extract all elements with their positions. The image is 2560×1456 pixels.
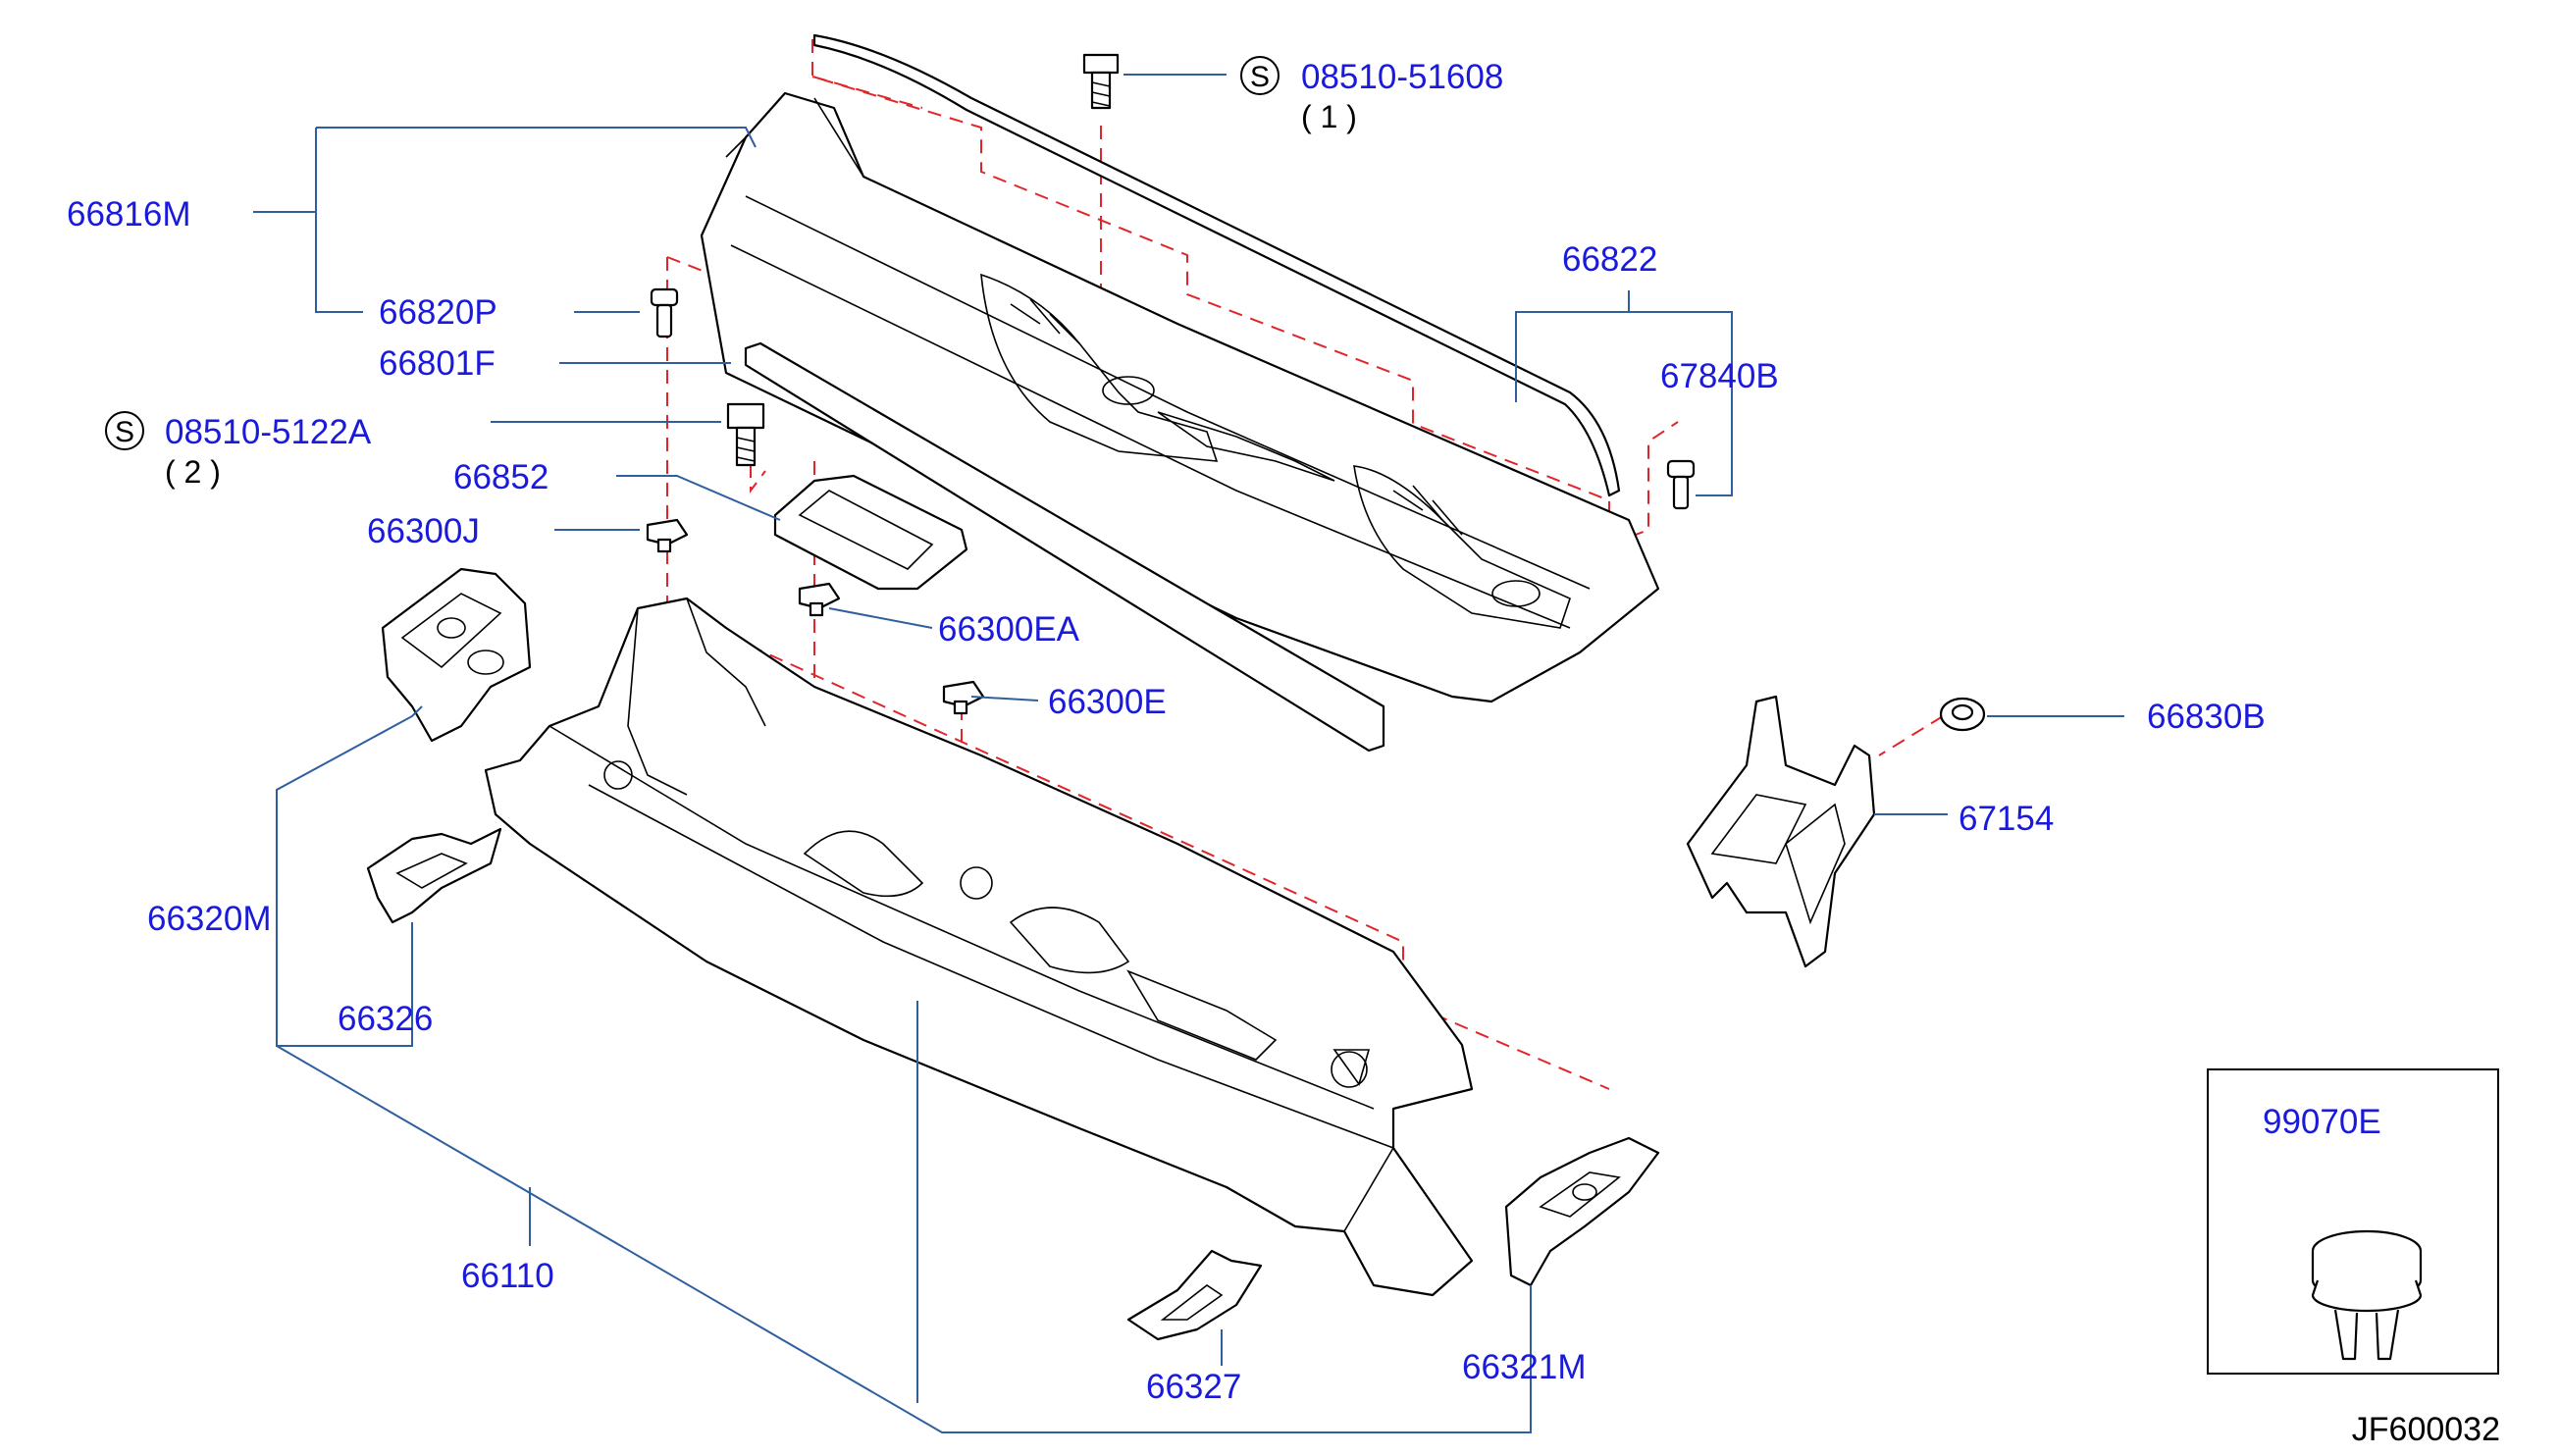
label-66852: 66852 (453, 458, 549, 496)
bolt-08510-51608-icon (1082, 53, 1120, 110)
label-66320M: 66320M (147, 900, 271, 938)
clip-67840B-icon (1666, 459, 1696, 510)
seal-66801F (744, 341, 1385, 753)
bracket-67154 (1686, 695, 1876, 968)
standard-part-symbol-1: S (1240, 56, 1280, 95)
dash-upper-66110 (484, 597, 1474, 1297)
weatherstrip-66822 (812, 33, 1621, 497)
label-66300E: 66300E (1048, 683, 1167, 721)
bolt-08510-5122A-icon (726, 402, 765, 467)
label-66801F: 66801F (379, 344, 496, 383)
diagram-code: JF600032 (2352, 1411, 2500, 1448)
label-66321M: 66321M (1462, 1348, 1586, 1386)
label-66110: 66110 (461, 1257, 554, 1295)
cowl-top-cover-66816M (700, 91, 1660, 703)
cover-66852 (773, 474, 968, 591)
qty-08510-5122A: ( 2 ) (165, 454, 221, 490)
qty-08510-51608: ( 1 ) (1301, 99, 1357, 134)
label-66300J: 66300J (367, 512, 480, 550)
label-99070E: 99070E (2263, 1103, 2381, 1141)
nut-66300J-icon (646, 518, 689, 553)
standard-part-symbol-text: S (115, 416, 134, 448)
label-66816M: 66816M (67, 195, 190, 234)
bracket-66320M (381, 567, 532, 743)
bracket-66321M (1504, 1136, 1660, 1287)
label-08510-5122A: 08510-5122A (165, 413, 372, 451)
nut-66300EA-icon (798, 582, 841, 617)
nut-66300E-icon (942, 680, 985, 715)
box-99070E (2207, 1068, 2499, 1375)
label-66820P: 66820P (379, 293, 497, 332)
bracket-66326 (366, 827, 502, 924)
leader-lines (253, 74, 2366, 1433)
label-66822: 66822 (1562, 240, 1657, 279)
label-67840B: 67840B (1660, 357, 1779, 395)
label-66327: 66327 (1146, 1368, 1241, 1406)
label-66300EA: 66300EA (938, 610, 1080, 649)
label-66326: 66326 (338, 1000, 433, 1038)
label-66830B: 66830B (2147, 698, 2266, 736)
clip-66820P-icon (650, 287, 679, 338)
standard-part-symbol-2: S (105, 411, 144, 450)
label-67154: 67154 (1959, 800, 2054, 838)
bracket-66327 (1126, 1249, 1263, 1341)
grommet-66830B-icon (1939, 697, 1986, 732)
label-08510-51608: 08510-51608 (1301, 58, 1503, 96)
standard-part-symbol-text: S (1250, 61, 1270, 93)
